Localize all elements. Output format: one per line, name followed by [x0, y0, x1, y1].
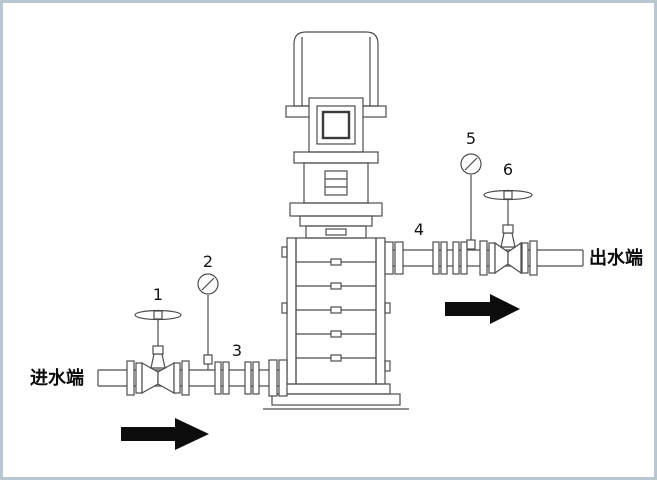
outlet-pressure-gauge [460, 153, 482, 250]
rod-nut [384, 360, 391, 372]
gauge-needle [464, 157, 478, 171]
inlet-flexible-joint [214, 359, 288, 397]
fan-cover-inner [316, 105, 356, 145]
handwheel-hub [503, 190, 513, 200]
flange [181, 360, 190, 396]
flange [460, 241, 468, 275]
outlet-label: 出水端 [589, 247, 643, 269]
discharge-flange [384, 241, 394, 275]
head-block [305, 225, 367, 239]
inlet-pressure-gauge [197, 273, 219, 370]
flange [135, 362, 143, 394]
valve-body-right [507, 241, 522, 275]
coupling-flange [289, 202, 383, 217]
base-plate-upper [281, 383, 391, 395]
outlet-flow-arrow [445, 294, 520, 324]
coupling-flange-lower [299, 215, 373, 227]
flange [222, 361, 230, 395]
tie-rod-left [286, 237, 297, 385]
flange [452, 241, 460, 275]
inlet-flow-arrow [121, 418, 209, 450]
gauge-needle [201, 277, 215, 291]
rod-nut [384, 302, 391, 314]
flange [479, 240, 488, 276]
callout-4: 4 [414, 220, 424, 239]
tie-rod-right [375, 237, 386, 385]
flange [126, 360, 135, 396]
valve-bonnet [500, 232, 516, 248]
flange [173, 362, 181, 394]
inlet-pipeline [97, 273, 288, 397]
inlet-label: 进水端 [30, 367, 84, 389]
suction-flange [278, 359, 288, 397]
callout-5: 5 [466, 129, 476, 148]
callout-3: 3 [232, 341, 242, 360]
coupling-guard [324, 170, 348, 196]
pump-unit [263, 31, 409, 410]
motor [285, 31, 387, 164]
coupling-section [289, 162, 383, 227]
stage-tick [330, 282, 342, 290]
rod-nut [281, 246, 288, 258]
rod-nut [281, 302, 288, 314]
outlet-flexible-joint [432, 241, 468, 275]
flange [440, 241, 448, 275]
lantern-body [303, 162, 369, 204]
valve-gland [152, 345, 164, 355]
motor-base-flange [293, 151, 379, 164]
head-detail [325, 228, 347, 236]
stage-tick [330, 306, 342, 314]
flange [521, 242, 529, 274]
stage-tick [330, 354, 342, 362]
pump-installation-diagram: 进水端 出水端 1 2 3 4 5 6 [30, 31, 643, 450]
pump-head [305, 225, 367, 239]
fan-cover-grille [321, 110, 351, 140]
fan-cover [308, 97, 364, 153]
flange [394, 241, 404, 275]
gauge-cock [203, 354, 213, 365]
flange [268, 359, 278, 397]
callout-6: 6 [503, 160, 513, 179]
base-plate-lower [271, 393, 401, 406]
valve-bonnet [150, 353, 166, 369]
flange [488, 242, 496, 274]
gauge-cock [466, 239, 476, 250]
callout-1: 1 [153, 285, 163, 304]
pump-stack [281, 237, 391, 385]
motor-body [293, 31, 379, 107]
flange [252, 361, 260, 395]
valve-gland [502, 224, 514, 234]
handwheel-hub [153, 310, 163, 320]
outlet-gate-valve [479, 189, 538, 276]
inlet-gate-valve [126, 309, 190, 396]
flange [432, 241, 440, 275]
flange [214, 361, 222, 395]
stage-tick [330, 258, 342, 266]
outlet-pipeline [384, 153, 584, 276]
flange [529, 240, 538, 276]
stage-tick [330, 330, 342, 338]
callout-2: 2 [203, 252, 213, 271]
flange [244, 361, 252, 395]
